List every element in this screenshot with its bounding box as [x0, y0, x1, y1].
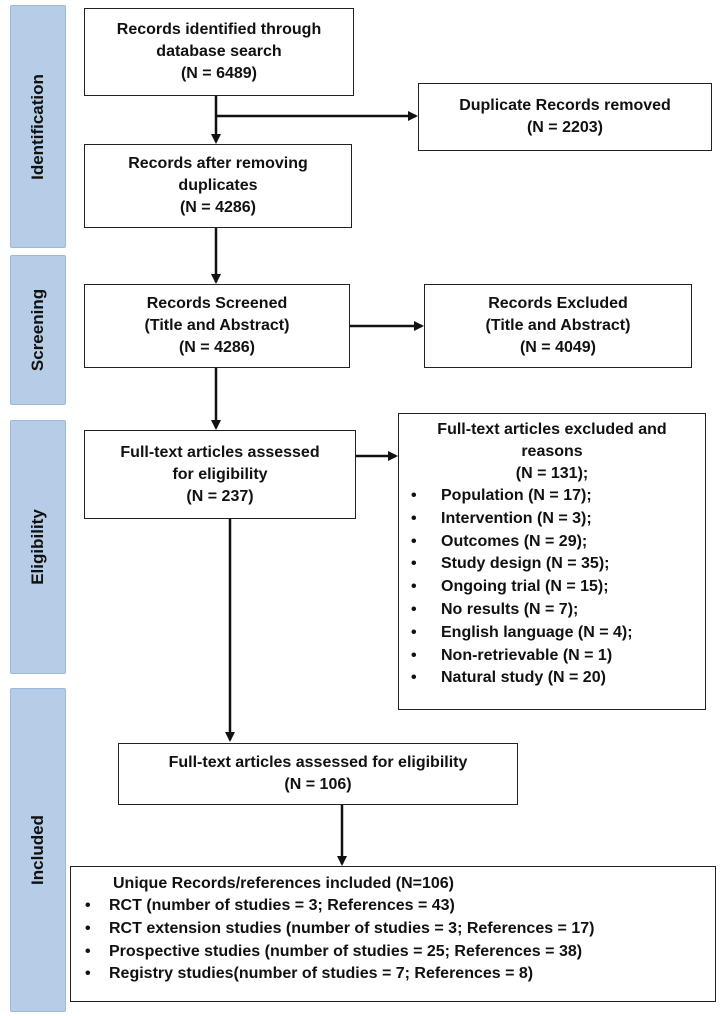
exclusion-reason-item: • No results (N = 7); — [411, 599, 705, 622]
phase-label-included: Included — [28, 815, 47, 885]
included-study-item: • RCT extension studies (number of studie… — [85, 918, 715, 941]
included-study-item-text: RCT (number of studies = 3; References =… — [109, 897, 455, 914]
fulltext-line1: Full-text articles assessed — [120, 443, 320, 461]
included-studies-list: • RCT (number of studies = 3; References … — [85, 895, 715, 986]
exclusion-reason-item-text: Outcomes (N = 29); — [441, 532, 588, 550]
bullet-icon: • — [85, 897, 91, 914]
fulltext-assessed-final-box: Full-text articles assessed for eligibil… — [118, 743, 518, 805]
fulltext-excluded-count: (N = 131); — [515, 465, 589, 482]
records-identified-box: Records identified through database sear… — [84, 8, 354, 96]
prisma-flow-diagram: Identification Screening Eligibility Inc… — [8, 0, 719, 1016]
phase-label-eligibility: Eligibility — [28, 509, 47, 585]
exclusion-reason-item-text: Study design (N = 35); — [441, 555, 610, 573]
bullet-icon: • — [411, 623, 417, 641]
exclusion-reason-item: • Population (N = 17); — [411, 485, 705, 508]
after-dedup-line2: duplicates — [178, 177, 258, 194]
bullet-icon: • — [411, 669, 417, 687]
fulltext-excluded-line1: Full-text articles excluded and — [437, 421, 667, 438]
excluded-line1: Records Excluded — [488, 295, 628, 312]
duplicates-removed-box: Duplicate Records removed (N = 2203) — [418, 83, 712, 151]
bullet-icon: • — [411, 487, 417, 504]
fulltext-excluded-box: Full-text articles excluded and reasons … — [398, 413, 706, 710]
records-identified-line2: database search — [156, 43, 282, 60]
bullet-icon: • — [411, 509, 417, 527]
duplicates-removed-count: (N = 2203) — [526, 119, 604, 136]
exclusion-reason-item: • Intervention (N = 3); — [411, 508, 705, 531]
exclusion-reason-item: • Ongoing trial (N = 15); — [411, 576, 705, 599]
excluded-line2: (Title and Abstract) — [485, 317, 631, 334]
records-identified-count: (N = 6489) — [180, 65, 258, 82]
fulltext2-count: (N = 106) — [284, 776, 352, 793]
phase-bar-included: Included — [10, 688, 66, 1012]
exclusion-reason-item-text: Natural study (N = 20) — [441, 669, 606, 687]
exclusion-reason-item: • English language (N = 4); — [411, 622, 705, 645]
after-dedup-count: (N = 4286) — [179, 199, 257, 216]
exclusion-reason-item-text: No results (N = 7); — [441, 600, 579, 618]
included-study-item-text: Registry studies(number of studies = 7; … — [109, 965, 534, 983]
phase-bar-screening: Screening — [10, 255, 66, 405]
exclusion-reason-item-text: Intervention (N = 3); — [441, 509, 592, 527]
bullet-icon: • — [411, 532, 417, 550]
bullet-icon: • — [411, 578, 417, 596]
included-study-item-text: RCT extension studies (number of studies… — [109, 919, 595, 937]
exclusion-reason-item: • Natural study (N = 20) — [411, 667, 705, 690]
exclusion-reason-item: • Study design (N = 35); — [411, 553, 705, 576]
duplicates-removed-label: Duplicate Records removed — [459, 97, 671, 114]
exclusion-reason-item-text: Ongoing trial (N = 15); — [441, 578, 609, 596]
phase-bar-identification: Identification — [10, 5, 66, 248]
exclusion-reason-item: • Non-retrievable (N = 1) — [411, 645, 705, 668]
exclusion-reason-item-text: Non-retrievable (N = 1) — [441, 646, 613, 664]
included-study-item: • RCT (number of studies = 3; References … — [85, 895, 715, 918]
bullet-icon: • — [411, 555, 417, 573]
included-title: Unique Records/references included (N=10… — [113, 875, 454, 892]
fulltext2-line1: Full-text articles assessed for eligibil… — [168, 754, 468, 771]
records-identified-line1: Records identified through — [116, 21, 322, 38]
included-study-item: • Registry studies(number of studies = 7;… — [85, 963, 715, 986]
exclusion-reason-item-text: English language (N = 4); — [441, 623, 633, 641]
included-records-box: Unique Records/references included (N=10… — [70, 866, 716, 1002]
phase-bar-eligibility: Eligibility — [10, 420, 66, 674]
records-excluded-box: Records Excluded (Title and Abstract) (N… — [424, 284, 692, 368]
excluded-count: (N = 4049) — [519, 339, 597, 356]
fulltext-assessed-box: Full-text articles assessed for eligibil… — [84, 430, 356, 519]
records-screened-box: Records Screened (Title and Abstract) (N… — [84, 284, 350, 368]
screened-line1: Records Screened — [146, 295, 288, 312]
phase-label-screening: Screening — [28, 288, 47, 372]
fulltext-count: (N = 237) — [186, 487, 254, 505]
records-after-dedup-box: Records after removing duplicates (N = 4… — [84, 144, 352, 228]
bullet-icon: • — [411, 600, 417, 618]
included-study-item: • Prospective studies (number of studies … — [85, 941, 715, 964]
bullet-icon: • — [411, 646, 417, 664]
exclusion-reason-item: • Outcomes (N = 29); — [411, 531, 705, 554]
exclusion-reason-item-text: Population (N = 17); — [441, 487, 592, 504]
bullet-icon: • — [85, 919, 91, 937]
fulltext-line2: for eligibility — [172, 465, 268, 483]
screened-count: (N = 4286) — [178, 339, 256, 356]
bullet-icon: • — [85, 965, 91, 983]
exclusion-reasons-list: • Population (N = 17); • Intervention (N = … — [411, 485, 705, 690]
after-dedup-line1: Records after removing — [128, 155, 308, 172]
bullet-icon: • — [85, 942, 91, 960]
phase-label-identification: Identification — [28, 73, 47, 180]
fulltext-excluded-line2: reasons — [521, 443, 583, 460]
included-study-item-text: Prospective studies (number of studies =… — [109, 942, 583, 960]
screened-line2: (Title and Abstract) — [144, 317, 290, 334]
